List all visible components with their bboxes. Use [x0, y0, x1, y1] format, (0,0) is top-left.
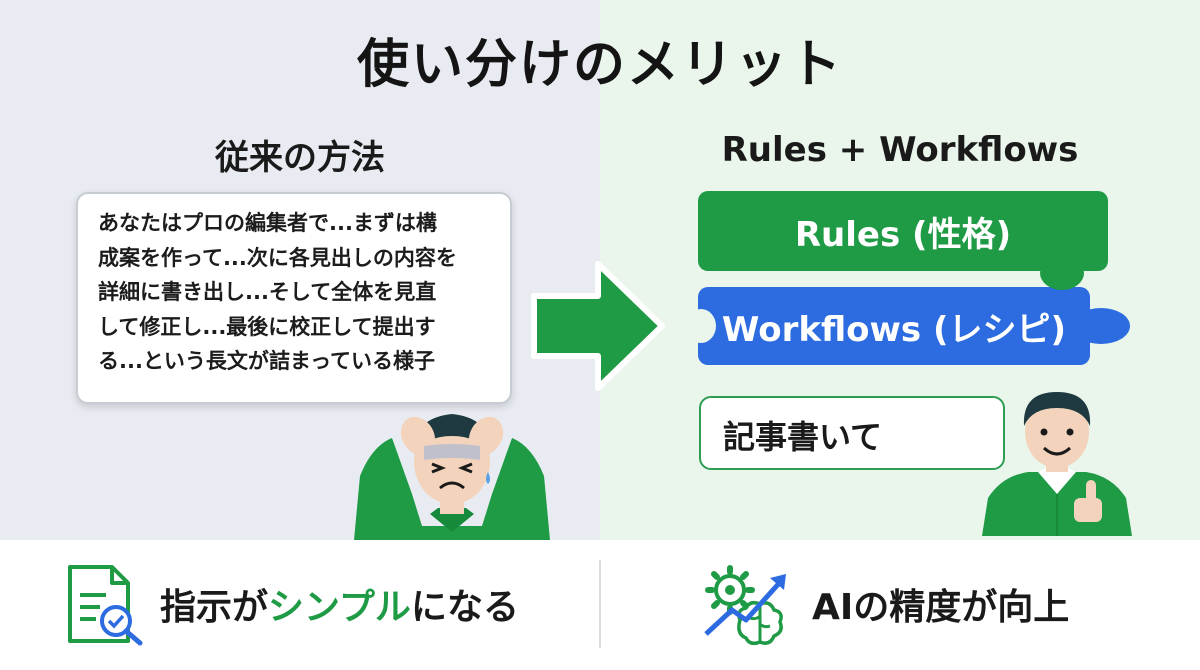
benefit-simple-instructions: 指示がシンプルになる	[160, 578, 519, 630]
benefit-suffix: になる	[410, 587, 519, 628]
prompt-line: あなたはプロの編集者で...まずは構	[98, 211, 437, 235]
troubled-person-illustration	[354, 414, 550, 540]
happy-person-illustration	[982, 392, 1132, 536]
left-heading: 従来の方法	[215, 138, 385, 178]
rules-pill: Rules (性格)	[698, 191, 1108, 271]
prompt-line: る...という長文が詰まっている様子	[98, 349, 436, 373]
puzzle-tab	[1040, 256, 1084, 290]
puzzle-notch	[686, 309, 716, 343]
workflows-pill: Workflows (レシピ)	[698, 287, 1090, 365]
page-title: 使い分けのメリット	[356, 35, 843, 95]
benefit-prefix: 指示が	[160, 587, 269, 628]
right-heading: Rules + Workflows	[721, 130, 1079, 170]
long-prompt-box: あなたはプロの編集者で...まずは構 成案を作って...次に各見出しの内容を 詳…	[76, 192, 512, 404]
benefit-highlight: シンプル	[268, 587, 411, 628]
short-prompt-box: 記事書いて	[699, 396, 1005, 470]
benefit-ai-accuracy: AIの精度が向上	[812, 587, 1070, 628]
right-arrow-icon	[531, 261, 665, 391]
document-search-icon	[68, 565, 143, 646]
gear-brain-trend-icon	[704, 565, 786, 646]
prompt-line: して修正し...最後に校正して提出す	[98, 314, 436, 339]
prompt-line: 詳細に書き出し...そして全体を見直	[98, 280, 437, 304]
prompt-line: 成案を作って...次に各見出しの内容を	[98, 245, 457, 270]
divider	[599, 560, 601, 648]
